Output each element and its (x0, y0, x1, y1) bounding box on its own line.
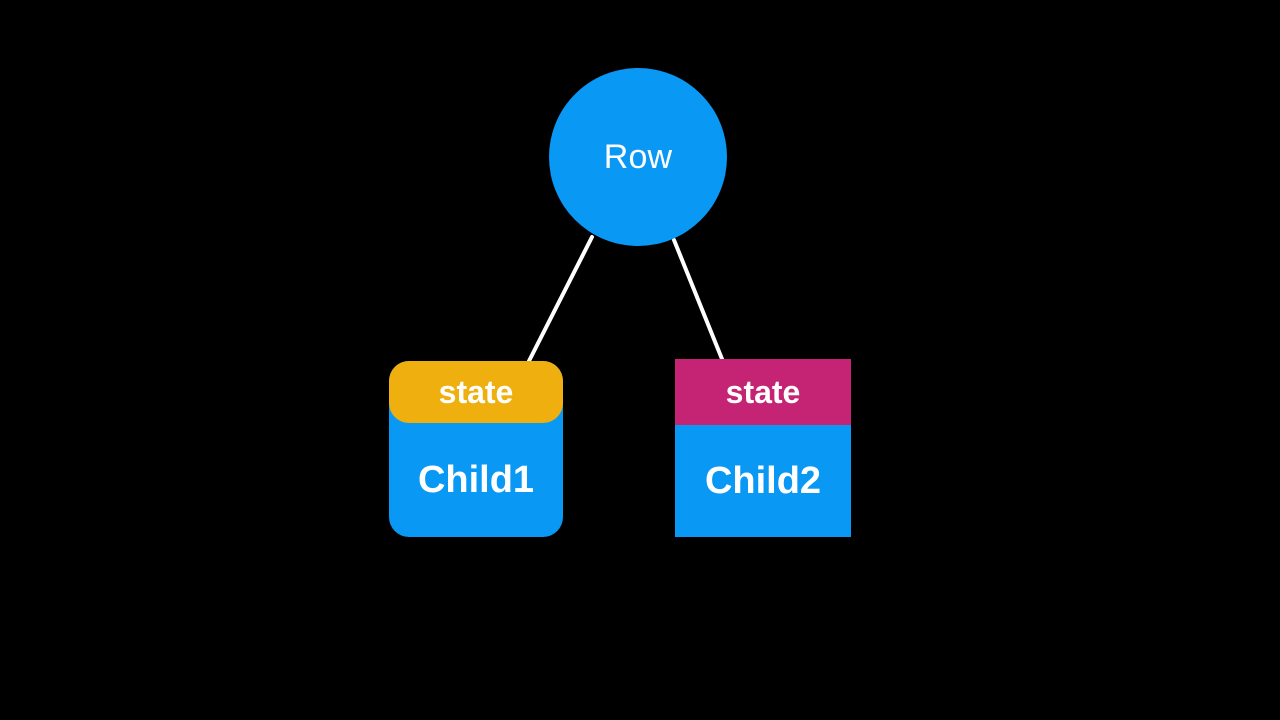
node-child2[interactable]: Child2 state (675, 359, 851, 537)
node-row-label: Row (603, 138, 673, 176)
node-child1-state-header[interactable]: state (389, 361, 563, 423)
node-child2-label: Child2 (704, 460, 822, 502)
node-child2-state-label: state (725, 374, 801, 410)
node-child1-state-label: state (438, 374, 514, 410)
edge-row-to-child1 (527, 235, 594, 363)
node-child1[interactable]: Child1 state (389, 361, 563, 537)
node-child2-state-header[interactable]: state (675, 359, 851, 425)
node-child1-label: Child1 (417, 459, 535, 501)
node-row[interactable]: Row (549, 68, 727, 246)
edge-row-to-child2 (672, 238, 724, 361)
